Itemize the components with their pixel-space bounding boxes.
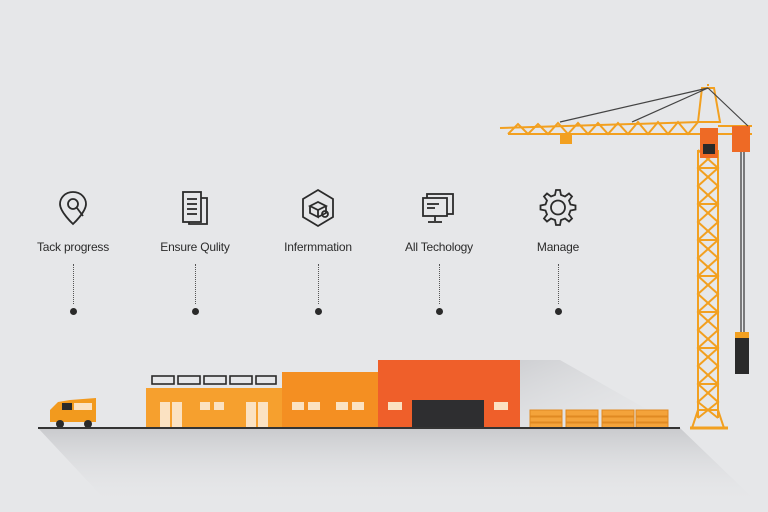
location-pin-icon: [59, 191, 87, 226]
crane-peak: [696, 87, 722, 123]
crane-jib: [499, 120, 701, 136]
garage-door: [412, 400, 484, 428]
dotted-connector: [317, 264, 319, 304]
step-information: Infermmation: [258, 186, 378, 315]
delivery-van: [50, 398, 96, 428]
step-label: All Techology: [405, 240, 473, 254]
step-label: Infermmation: [284, 240, 352, 254]
step-label: Ensure Qulity: [160, 240, 230, 254]
crane-mast: [696, 149, 720, 419]
crane-base: [690, 409, 726, 429]
step-dot: [314, 308, 322, 315]
crane-trolley: [560, 134, 572, 144]
ground-shadow: [38, 428, 760, 505]
pallet-stacks: [529, 409, 669, 429]
hexagon-box-icon: [302, 188, 334, 228]
gear-icon: [539, 189, 577, 226]
computer-monitor-icon: [422, 193, 454, 223]
dotted-connector: [72, 264, 74, 304]
step-dot: [435, 308, 443, 315]
step-ensure-quality: Ensure Qulity: [135, 186, 255, 315]
counterweight: [732, 126, 750, 152]
step-dot: [554, 308, 562, 315]
dotted-connector: [557, 264, 559, 304]
factory-buildings: [146, 360, 520, 428]
dotted-connector: [194, 264, 196, 304]
step-track-progress: Tack progress: [13, 186, 133, 315]
step-label: Tack progress: [36, 240, 110, 254]
step-manage: Manage: [498, 186, 618, 315]
tower-crane: [499, 84, 752, 430]
document-icon: [182, 191, 208, 225]
step-label: Manage: [536, 240, 580, 254]
building-middle: [282, 372, 378, 428]
crane-hook-block: [735, 332, 749, 374]
dotted-connector: [438, 264, 440, 304]
step-dot: [69, 308, 77, 315]
step-all-technology: All Techology: [379, 186, 499, 315]
step-dot: [191, 308, 199, 315]
